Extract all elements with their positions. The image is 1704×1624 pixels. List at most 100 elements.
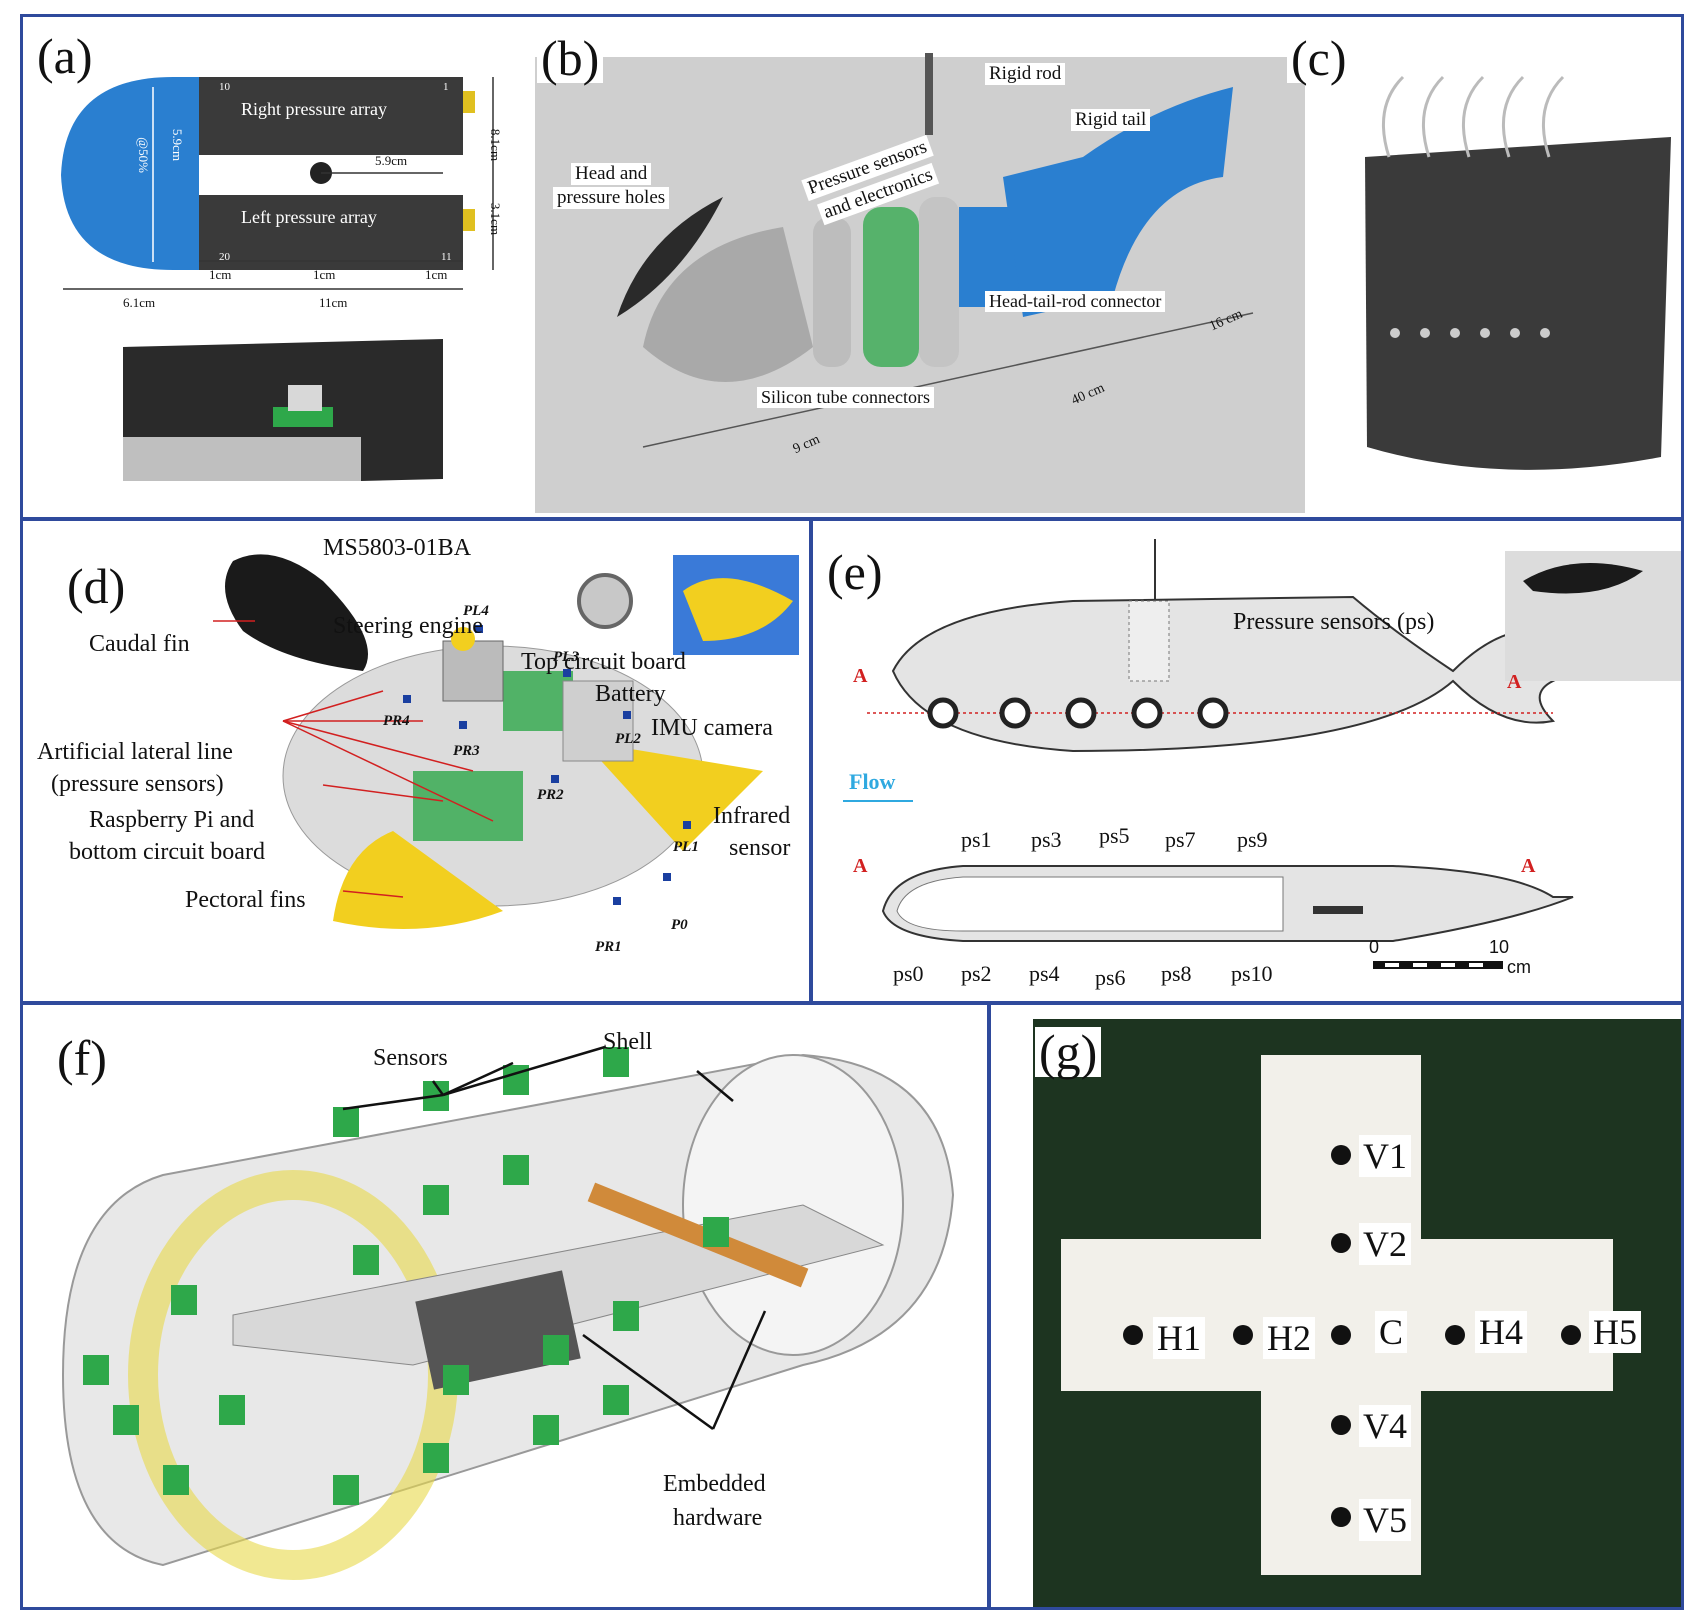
ps2-label: ps2 (961, 961, 992, 986)
panel-f: (f) Sensors Shell Embedded hardware (20, 1002, 990, 1610)
head-blue-shape (61, 77, 199, 270)
scale-bar (1373, 961, 1503, 969)
left-pectoral-fin (333, 831, 503, 929)
pl4-label: PL4 (463, 603, 489, 619)
scale-0: 0 (1369, 937, 1380, 957)
panel-d-label: (d) (67, 558, 126, 614)
head-cone (643, 227, 813, 382)
head-label-1: Head and (571, 163, 652, 185)
point-h5: H5 (1589, 1311, 1641, 1353)
sensor-num-10: 10 (219, 81, 230, 93)
pr1-label: PR1 (595, 939, 622, 955)
panel-f-label: (f) (57, 1030, 107, 1086)
scale-cm: cm (1507, 957, 1531, 977)
panel-d-art (213, 554, 799, 929)
battery-label: Battery (595, 681, 666, 707)
point-c: C (1375, 1311, 1408, 1353)
panel-g-art (1033, 1019, 1681, 1607)
caudal-fin-shape (225, 554, 368, 671)
ms5803-sensor (577, 573, 633, 629)
sensors-label: Sensors (373, 1045, 448, 1071)
rigid-tail (1003, 87, 1233, 317)
left-array-bar (199, 195, 463, 270)
embedded-hardware-label-1: Embedded (663, 1471, 766, 1497)
point-h1: H1 (1153, 1317, 1205, 1359)
pl1-label: PL1 (673, 839, 699, 855)
panel-c-box (1365, 137, 1671, 470)
point-v2: V2 (1359, 1223, 1411, 1265)
raspberry-pi-label-1: Raspberry Pi and (89, 807, 255, 833)
point-v4: V4 (1359, 1405, 1411, 1447)
panel-e-art (843, 539, 1681, 969)
pl3-label: PL3 (553, 649, 579, 665)
ps10-label: ps10 (1231, 961, 1273, 986)
section-a-bottom-left: A (853, 855, 868, 877)
sensor-num-1: 1 (443, 81, 449, 93)
ps1-label: ps1 (961, 827, 992, 852)
connector-label: Head-tail-rod connector (985, 291, 1166, 312)
rigid-tail-label: Rigid tail (1071, 109, 1151, 131)
fin-black (617, 197, 723, 317)
right-pectoral-fin (583, 741, 763, 851)
shell-label: Shell (603, 1029, 653, 1055)
pr4-label: PR4 (383, 713, 410, 729)
panel-e: (e) Pressure sensors (ps) Flow A A A A p… (810, 518, 1684, 1004)
right-array-bar (199, 77, 463, 155)
ps6-label: ps6 (1095, 965, 1126, 990)
panel-g: (g) V1 V2 H1 H2 C H4 H5 V4 V5 (988, 1002, 1684, 1610)
sensor-blocks (83, 1047, 729, 1505)
ps4-label: ps4 (1029, 961, 1060, 986)
top-circuit-board-label: Top circuit board (521, 649, 686, 675)
row1-art (61, 53, 1671, 513)
sensor-num-11: 11 (441, 251, 452, 263)
dim-1cm-b: 1cm (313, 267, 336, 282)
ps3-label: ps3 (1031, 827, 1062, 852)
panel-e-label: (e) (827, 544, 883, 600)
point-h2: H2 (1263, 1317, 1315, 1359)
dim-1cm-c: 1cm (425, 267, 448, 282)
sensor-num-20: 20 (219, 251, 230, 263)
p0-label: P0 (671, 917, 688, 933)
head-label-2: pressure holes (553, 187, 670, 209)
dim-5-9-rod: 5.9cm (375, 153, 408, 168)
section-a-bottom-right: A (1521, 855, 1536, 877)
lateral-line-label-1: Artificial lateral line (37, 739, 233, 765)
dim-5-9-width: 5.9cm (170, 128, 186, 162)
ps5-label: ps5 (1099, 823, 1130, 848)
scale-10: 10 (1489, 937, 1510, 957)
ps9-label: ps9 (1237, 827, 1268, 852)
silicon-tube-label: Silicon tube connectors (757, 387, 934, 408)
pectoral-fins-label: Pectoral fins (185, 887, 306, 913)
panel-b-label: (b) (537, 33, 604, 83)
panel-row-1: (a) Right pressure array Left pressure a… (20, 14, 1684, 520)
ms5803-label: MS5803-01BA (323, 535, 472, 561)
pr2-label: PR2 (537, 787, 564, 803)
dim-1cm-a: 1cm (209, 267, 232, 282)
flow-label: Flow (849, 769, 896, 794)
pressure-sensors-label: Pressure sensors (ps) (1233, 609, 1435, 635)
imu-camera-label: IMU camera (651, 715, 773, 741)
orange-rod (587, 1182, 809, 1288)
panel-c-label: (c) (1287, 33, 1351, 83)
infrared-label-1: Infrared (713, 803, 791, 829)
ps8-label: ps8 (1161, 961, 1192, 986)
point-v1: V1 (1359, 1135, 1411, 1177)
dim-6-1: 6.1cm (123, 295, 156, 310)
panel-g-label: (g) (1035, 1027, 1102, 1077)
section-a-top-right: A (1507, 671, 1522, 693)
section-a-top-left: A (853, 665, 868, 687)
panel-f-art (61, 1045, 955, 1580)
dim-11: 11cm (319, 295, 348, 310)
point-h4: H4 (1475, 1311, 1527, 1353)
right-pressure-array-label: Right pressure array (241, 99, 387, 119)
panel-d: (d) MS5803-01BA Steering engine Caudal f… (20, 518, 812, 1004)
embedded-hardware-label-2: hardware (673, 1505, 763, 1531)
raspberry-pi-label-2: bottom circuit board (69, 839, 265, 865)
ps7-label: ps7 (1165, 827, 1196, 852)
left-pressure-array-label: Left pressure array (241, 207, 377, 227)
dim-3-1: 3.1cm (488, 202, 504, 236)
rigid-rod-label: Rigid rod (985, 63, 1066, 85)
infrared-label-2: sensor (729, 835, 791, 861)
panel-a-label: (a) (37, 28, 93, 84)
dim-8-1: 8.1cm (488, 128, 504, 162)
